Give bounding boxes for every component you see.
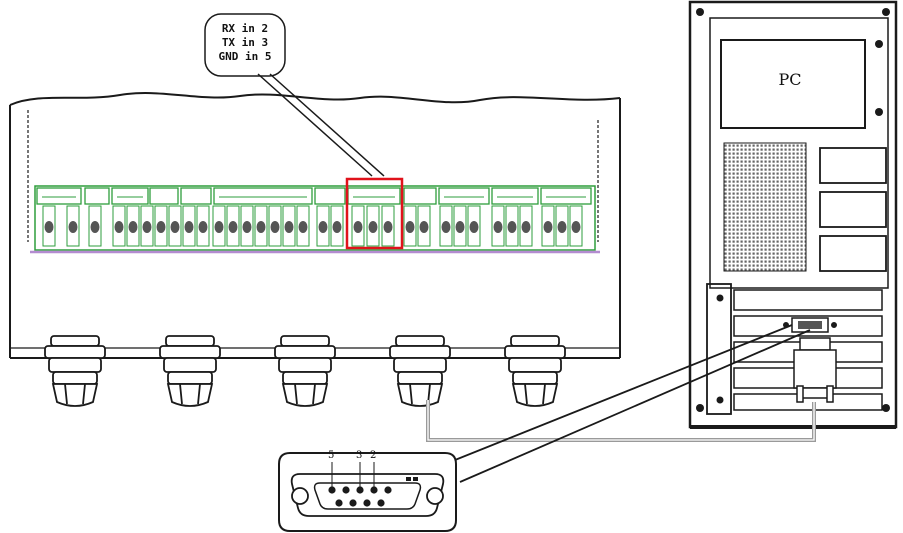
- db9-pin: [349, 499, 357, 507]
- cable-gland: [44, 335, 106, 407]
- terminal-screw: [405, 221, 415, 233]
- terminal-screws: [42, 205, 583, 247]
- terminal-screw: [68, 221, 78, 233]
- cable-gland: [274, 335, 336, 407]
- terminal-screw: [383, 221, 393, 233]
- db9-pin: [363, 499, 371, 507]
- pc-db9-plug: [793, 337, 837, 403]
- db9-mount-hole-right: [426, 487, 444, 505]
- terminal-screw: [170, 221, 180, 233]
- pc-label-panel: [720, 39, 866, 129]
- terminal-screw: [493, 221, 503, 233]
- db9-pin: [342, 486, 350, 494]
- terminal-screw: [557, 221, 567, 233]
- terminal-screw: [332, 221, 342, 233]
- terminal-screw: [368, 221, 378, 233]
- terminal-screw: [270, 221, 280, 233]
- pc-label: PC: [778, 70, 802, 89]
- db9-pin: [384, 486, 392, 494]
- db9-pin: [335, 499, 343, 507]
- terminal-screw: [455, 221, 465, 233]
- db9-detail: [278, 452, 457, 532]
- pc-rear-bracket: [706, 283, 732, 415]
- terminal-screw: [214, 221, 224, 233]
- terminal-screw: [228, 221, 238, 233]
- pc-drive-bay-1: [819, 147, 887, 184]
- terminal-screw: [353, 221, 363, 233]
- db9-pin-leaders: [331, 462, 375, 488]
- serial-terminal-highlight: [345, 177, 404, 250]
- callout-bubble: [204, 13, 385, 177]
- cable-gland: [389, 335, 451, 407]
- terminal-screw: [507, 221, 517, 233]
- terminal-screw: [90, 221, 100, 233]
- cable-gland: [504, 335, 566, 407]
- db9-mount-hole-left: [291, 487, 309, 505]
- db9-pin: [377, 499, 385, 507]
- terminal-screw: [284, 221, 294, 233]
- terminal-screw: [441, 221, 451, 233]
- pc-vent-grille: [723, 142, 807, 272]
- terminal-screw: [256, 221, 266, 233]
- terminal-screw: [521, 221, 531, 233]
- cable-glands: [44, 335, 566, 407]
- pc-drive-bay-3: [819, 235, 887, 272]
- terminal-screw: [298, 221, 308, 233]
- terminal-strip: [30, 177, 600, 254]
- terminal-screw: [184, 221, 194, 233]
- terminal-screw: [44, 221, 54, 233]
- db9-pins: [328, 486, 392, 507]
- terminal-screw: [198, 221, 208, 233]
- terminal-screw: [571, 221, 581, 233]
- db9-pin: [356, 486, 364, 494]
- cable-inner: [427, 400, 815, 441]
- callout-line-gnd: GND in 5: [218, 50, 272, 63]
- terminal-screw: [142, 221, 152, 233]
- terminal-screw: [543, 221, 553, 233]
- callout-line-tx: TX in 3: [221, 36, 269, 49]
- terminal-screw: [242, 221, 252, 233]
- terminal-screw: [156, 221, 166, 233]
- terminal-screw: [419, 221, 429, 233]
- db9-pin-label-2: 2: [370, 450, 377, 461]
- db9-pin-label-3: 3: [356, 450, 363, 461]
- terminal-screw: [469, 221, 479, 233]
- db9-pin: [328, 486, 336, 494]
- zoom-lines: [429, 324, 811, 483]
- terminal-screw: [128, 221, 138, 233]
- pc-tower: [688, 0, 898, 429]
- cable-gland: [159, 335, 221, 407]
- callout-line-rx: RX in 2: [221, 22, 269, 35]
- terminal-screw: [318, 221, 328, 233]
- pc-screws: [696, 8, 890, 412]
- pc-drive-bay-2: [819, 191, 887, 228]
- serial-cable: [426, 400, 816, 442]
- callout-text: RX in 2 TX in 3 GND in 5: [210, 22, 280, 64]
- terminal-screw: [114, 221, 124, 233]
- pc-front-panel: [709, 17, 889, 289]
- db9-pin: [370, 486, 378, 494]
- db9-pin-label-5: 5: [328, 450, 335, 461]
